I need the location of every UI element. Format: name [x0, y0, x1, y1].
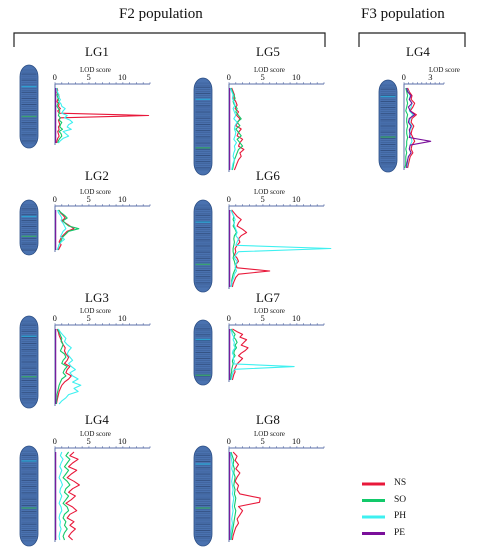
x-axis-title: LOD score: [254, 66, 285, 74]
chart-panel-7: [193, 319, 325, 386]
series-line-ph: [230, 209, 332, 288]
chart-panel-2: [19, 199, 151, 256]
series-line-ns: [231, 328, 249, 381]
f3-population-header: F3 population: [361, 6, 445, 22]
panel-title: LG4: [406, 44, 430, 59]
panel-title: LG4: [85, 412, 109, 427]
x-tick-label: 5: [86, 72, 91, 82]
series-line-ns: [65, 451, 80, 541]
series-line-ph: [229, 451, 235, 541]
x-tick-label: 0: [226, 436, 231, 446]
series-line-so: [55, 328, 68, 404]
legend-label-ph: PH: [394, 511, 407, 521]
x-tick-label: 5: [86, 313, 91, 323]
x-tick-label: 0: [226, 194, 231, 204]
series-line-ph: [55, 87, 74, 144]
x-axis-title: LOD score: [254, 430, 285, 438]
x-tick-label: 5: [260, 313, 265, 323]
f3-bracket: [358, 32, 466, 47]
series-line-ns: [231, 451, 261, 541]
x-tick-label: 5: [86, 436, 91, 446]
x-tick-label: 5: [260, 436, 265, 446]
x-tick-label: 10: [118, 313, 127, 323]
series-line-ns: [231, 209, 271, 288]
series-line-so: [230, 209, 238, 288]
legend-label-so: SO: [394, 494, 407, 505]
series-line-ph: [56, 209, 67, 251]
x-axis-title: LOD score: [80, 430, 111, 438]
series-line-pe: [406, 87, 432, 168]
x-axis-title: LOD score: [254, 188, 285, 196]
series-line-ns: [407, 87, 417, 169]
x-tick-label: 10: [118, 72, 127, 82]
x-tick-label: 10: [292, 436, 301, 446]
x-tick-label: 0: [52, 194, 57, 204]
chart-panel-4: [19, 445, 151, 547]
x-axis-title: LOD score: [80, 66, 111, 74]
x-tick-label: 10: [292, 72, 301, 82]
series-line-so: [230, 451, 237, 541]
series-line-ns: [55, 87, 150, 144]
x-tick-label: 3: [428, 72, 433, 82]
series-line-so: [230, 87, 244, 171]
panel-title: LG5: [256, 44, 280, 59]
chromosome: [19, 199, 39, 256]
panel-title: LG6: [256, 168, 280, 183]
x-axis-title: LOD score: [80, 188, 111, 196]
x-axis-title: LOD score: [429, 66, 460, 74]
series-line-so: [62, 451, 71, 541]
x-axis-title: LOD score: [254, 307, 285, 315]
panel-title: LG3: [85, 290, 109, 305]
x-tick-label: 10: [292, 194, 301, 204]
x-tick-label: 10: [118, 436, 127, 446]
x-tick-label: 0: [226, 72, 231, 82]
series-line-ph: [57, 328, 82, 405]
chromosome: [19, 445, 39, 547]
series-line-ph: [58, 451, 64, 541]
x-tick-label: 10: [292, 313, 301, 323]
legend-label-pe: PE: [394, 527, 406, 538]
x-tick-label: 0: [52, 72, 57, 82]
chart-panel-6: [193, 199, 332, 293]
panel-title: LG1: [85, 44, 109, 59]
series-line-ns: [55, 328, 72, 405]
chart-panel-3: [19, 315, 151, 409]
x-tick-label: 5: [260, 194, 265, 204]
x-tick-label: 10: [118, 194, 127, 204]
x-axis-title: LOD score: [80, 307, 111, 315]
x-tick-label: 0: [52, 313, 57, 323]
x-tick-label: 0: [401, 72, 406, 82]
series-line-ph: [229, 87, 238, 171]
series-line-so: [404, 87, 409, 169]
x-tick-label: 5: [86, 194, 91, 204]
legend-label-ns: NS: [394, 478, 407, 488]
series-line-so: [56, 88, 64, 144]
chart-panel-5: [193, 77, 325, 176]
panel-title: LG8: [256, 412, 280, 427]
x-tick-label: 0: [52, 436, 57, 446]
series-line-ns: [231, 87, 245, 171]
chart-panel-1: [19, 64, 151, 149]
f2-bracket: [13, 32, 326, 47]
f2-population-header: F2 population: [119, 6, 203, 22]
x-tick-label: 5: [260, 72, 265, 82]
panel-title: LG2: [85, 168, 109, 183]
chart-panel-8: [193, 445, 325, 547]
chart-panel-9: [378, 79, 445, 173]
series-line-ph: [229, 328, 295, 381]
chromosome: [193, 445, 213, 547]
panel-title: LG7: [256, 290, 280, 305]
x-tick-label: 0: [226, 313, 231, 323]
